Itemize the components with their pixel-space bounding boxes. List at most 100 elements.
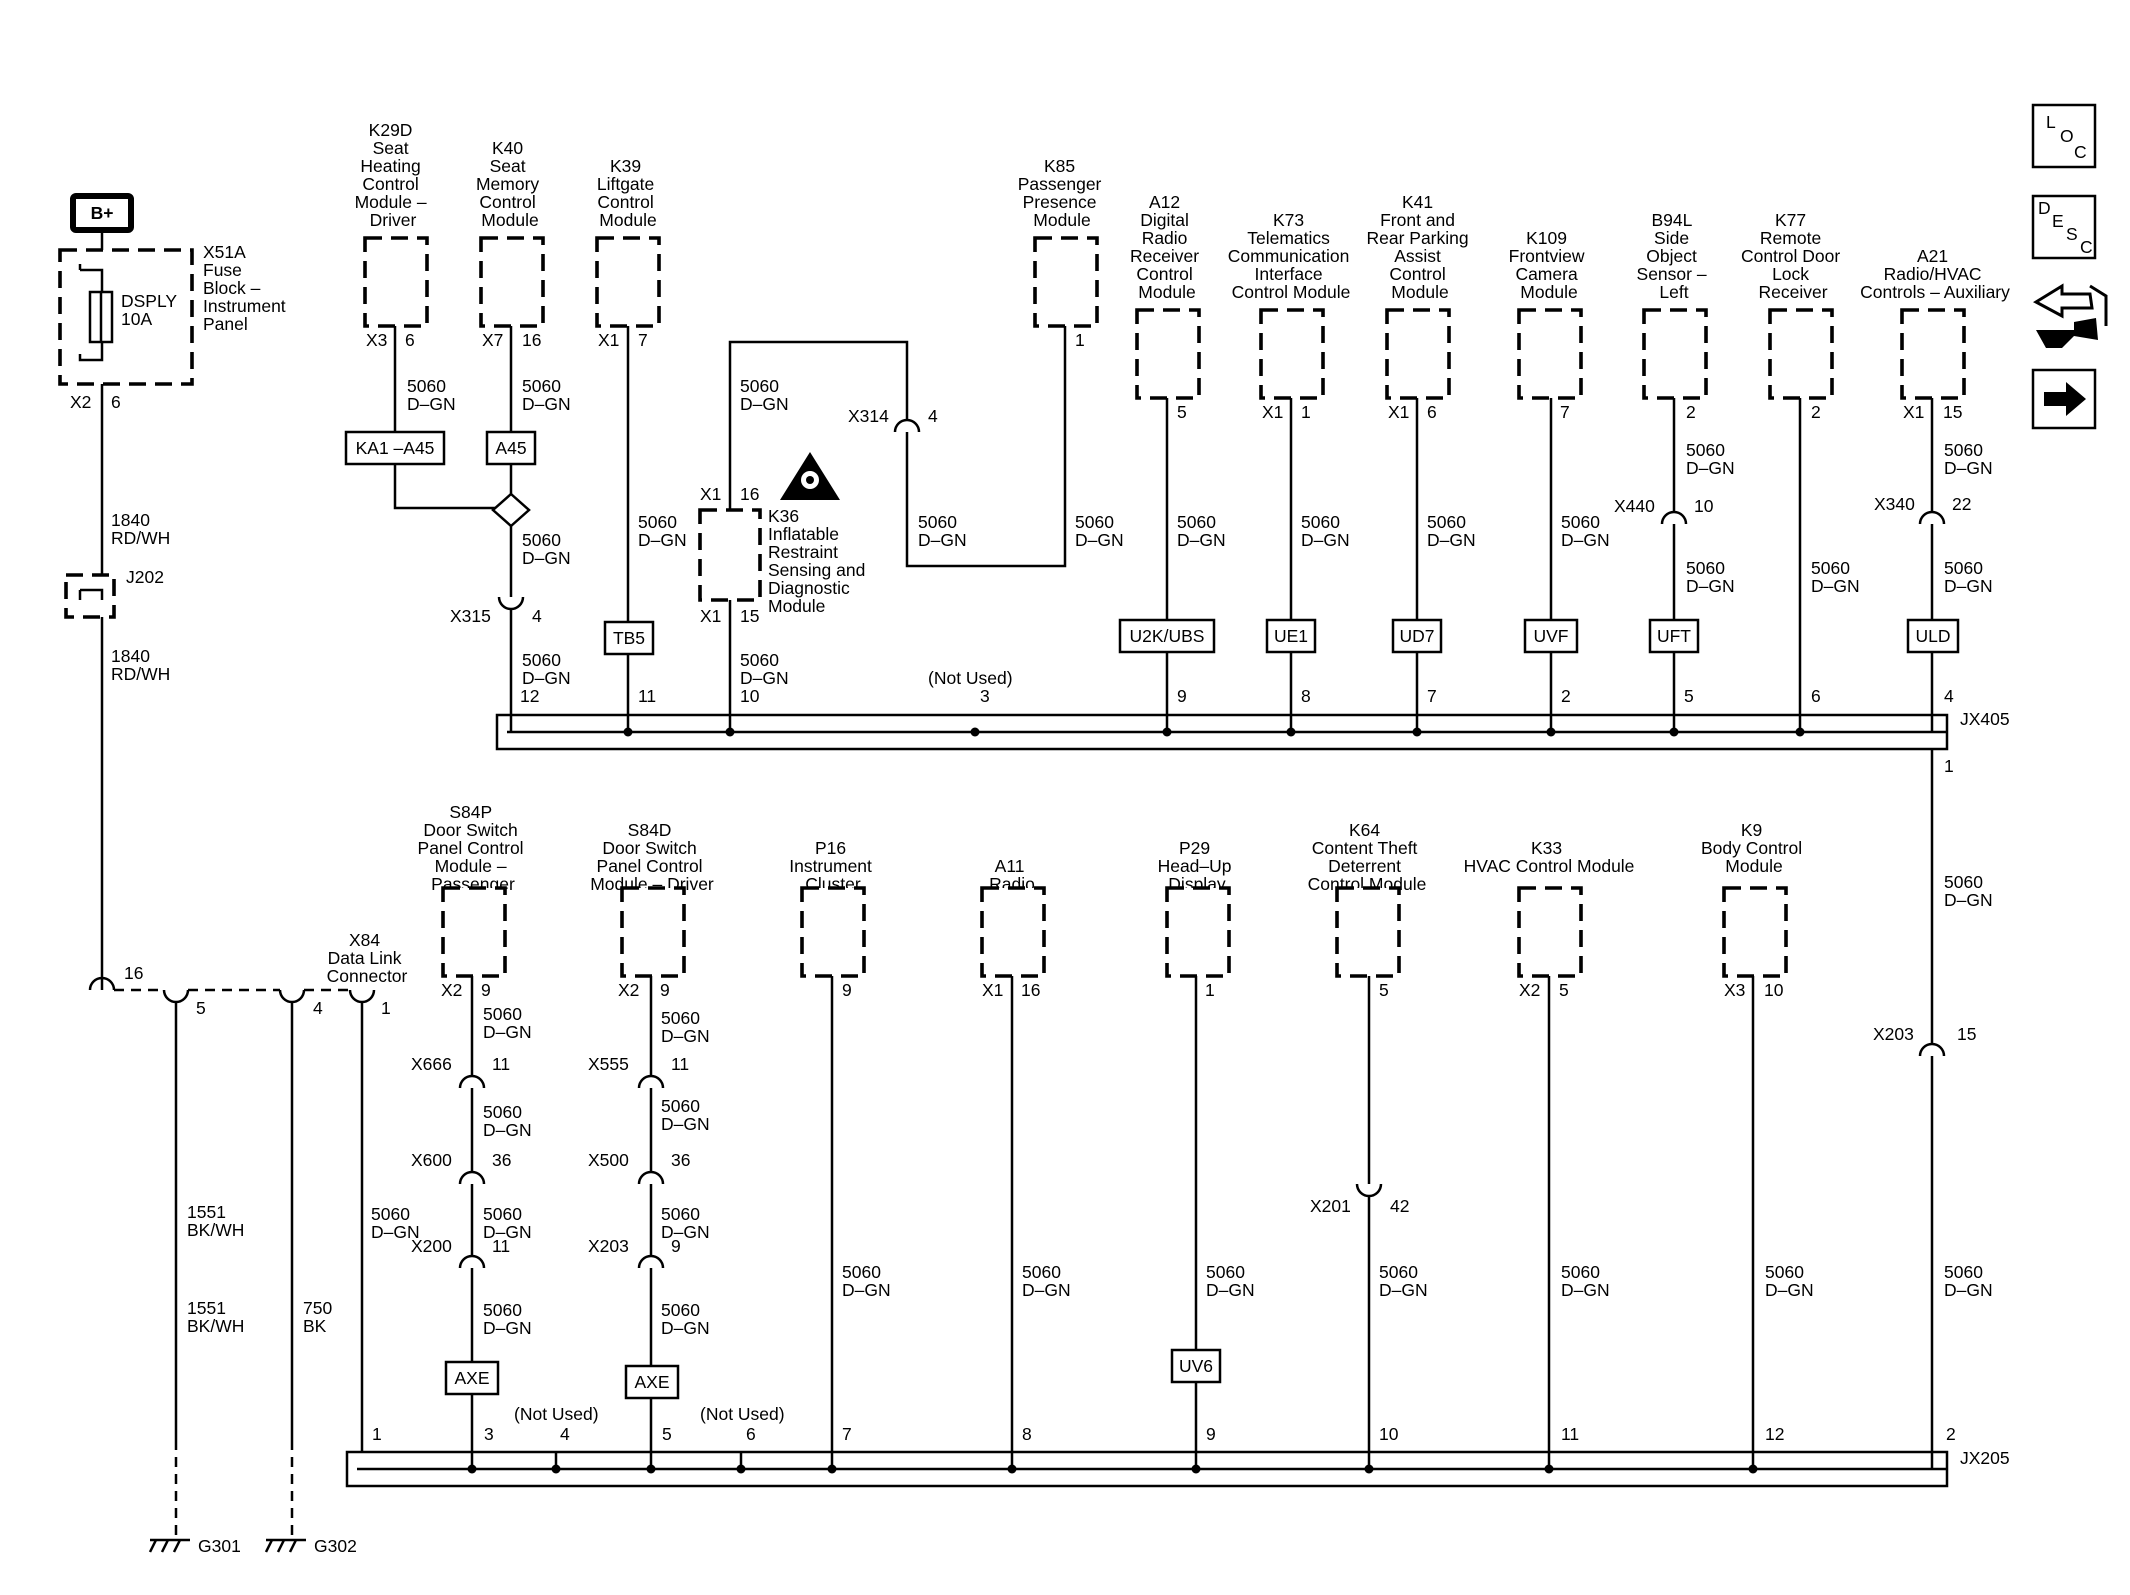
tag-uft: UFT [1657,626,1691,646]
module-k77: K77 Remote Control Door Lock Receiver 2 … [1741,210,1860,732]
module-a12: A12 Digital Radio Receiver Control Modul… [1118,192,1226,732]
svg-text:X314: X314 [848,406,889,426]
tag-uvf: UVF [1534,626,1569,646]
svg-text:X666: X666 [411,1054,452,1074]
svg-text:K29D Seat Heating: K29D Seat Heating Control Module – Drive… [355,120,432,230]
next-button[interactable] [2031,368,2097,430]
svg-text:11: 11 [492,1054,510,1074]
tag-uv6: UV6 [1179,1356,1213,1376]
loc-button[interactable]: L O C [2031,103,2097,169]
svg-text:X440: X440 [1614,496,1655,516]
module-k40: K40 Seat Memory Control Module X7 16 506… [450,138,571,732]
desc-button[interactable]: D E S C [2031,194,2097,260]
bus-jx405-label: JX405 [1960,709,2010,729]
svg-text:P29 Head–Up Displa: P29 Head–Up Display [1158,838,1237,894]
dlc-label: X84 [349,930,380,950]
power-feed: B+ X51A Fuse Block – Instrument Panel DS… [58,193,286,990]
svg-text:S84D Door Switch P: S84D Door Switch Panel Control Module – … [590,820,714,894]
module-k41: K41 Front and Rear Parking Assist Contro… [1366,192,1476,732]
svg-text:K33 HVAC Control Module: K33 HVAC Control Module [1464,838,1635,876]
svg-text:A21 Radio/HVAC Con: A21 Radio/HVAC Controls – Auxiliary [1860,246,2010,302]
svg-text:X315: X315 [450,606,491,626]
svg-text:2: 2 [1561,686,1571,706]
svg-text:X201: X201 [1310,1196,1351,1216]
tag-uld: ULD [1915,626,1950,646]
svg-text:K39 Liftgate Contr: K39 Liftgate Control Module [597,156,659,230]
ground-g301-icon [148,1538,190,1553]
svg-text:X84 Data Link Conn: X84 Data Link Connector [327,930,408,986]
svg-text:5: 5 [662,1424,672,1444]
svg-text:X2: X2 [1519,980,1540,1000]
svg-text:9: 9 [660,980,670,1000]
svg-text:10: 10 [1379,1424,1399,1444]
data-link-connector: 16 5 4 1 X84 Data Link Connector 1551 BK… [88,930,408,1556]
svg-text:1: 1 [1944,756,1954,776]
svg-text:S84P Door Switch P: S84P Door Switch Panel Control Module – … [418,802,529,894]
module-k85: K85 Passenger Presence Module 1 X314 4 5… [848,156,1124,568]
svg-text:L: L [2046,112,2056,132]
svg-text:X2: X2 [441,980,462,1000]
battery-positive-label: B+ [91,203,114,223]
svg-text:5: 5 [1379,980,1389,1000]
svg-text:S: S [2066,224,2078,244]
connector-view-button[interactable] [2032,283,2108,348]
svg-text:X1: X1 [700,606,721,626]
svg-text:16: 16 [522,330,541,350]
svg-text:X1: X1 [1262,402,1283,422]
svg-text:X7: X7 [482,330,503,350]
svg-text:9: 9 [1206,1424,1216,1444]
svg-text:7: 7 [1560,402,1570,422]
svg-text:X2: X2 [70,392,91,412]
svg-text:2: 2 [1686,402,1696,422]
svg-text:36: 36 [671,1150,690,1170]
module-k64: K64 Content Theft Deterrent Control Modu… [1308,820,1428,1469]
bus-jx205-label: JX205 [1960,1448,2010,1468]
tag-axe-driver: AXE [634,1372,669,1392]
module-k73: K73 Telematics Communication Interface C… [1228,210,1350,732]
svg-text:K36 Inflatable Res: K36 Inflatable Restraint Sensing and Dia… [768,506,870,616]
svg-text:36: 36 [492,1150,511,1170]
svg-text:16: 16 [1021,980,1040,1000]
svg-text:1: 1 [1205,980,1215,1000]
svg-text:K64 Content Theft: K64 Content Theft Deterrent Control Modu… [1308,820,1427,894]
svg-text:X1: X1 [982,980,1003,1000]
svg-text:B94L Side Object: B94L Side Object Sensor – Left [1637,210,1712,302]
tag-axe-passenger: AXE [454,1368,489,1388]
airbag-warning-icon [780,452,840,500]
svg-text:C: C [2080,237,2093,257]
splice-diamond-icon [491,492,531,528]
svg-text:1: 1 [1075,330,1085,350]
fuse-label: DSPLY [121,291,177,311]
svg-text:O: O [2060,126,2074,146]
svg-text:6: 6 [1811,686,1821,706]
svg-text:E: E [2052,211,2064,231]
svg-text:G302: G302 [314,1536,357,1556]
svg-text:7: 7 [638,330,648,350]
svg-text:X3: X3 [366,330,387,350]
svg-text:1551 BK/WH 1551: 1551 BK/WH 1551 BK/WH 750 BK [187,1202,337,1336]
svg-text:X200: X200 [411,1236,452,1256]
